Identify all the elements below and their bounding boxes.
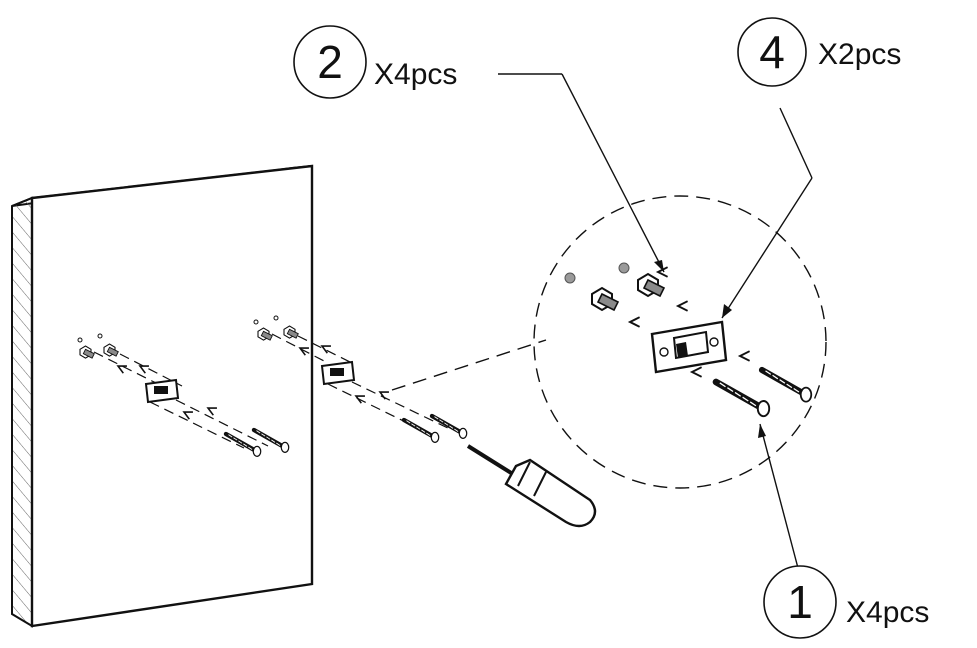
callout-number: 1 <box>787 576 813 628</box>
callout-2: 2 X4pcs <box>293 25 457 99</box>
callout-quantity: X4pcs <box>846 596 929 629</box>
bracket-icon <box>144 378 180 404</box>
anchor-icon <box>591 287 619 311</box>
detail-magnifier <box>533 195 827 489</box>
screw-icon <box>716 382 769 416</box>
callout-4: 4 X2pcs <box>737 17 901 87</box>
callout-1: 1 X4pcs <box>763 565 929 639</box>
callout-quantity: X2pcs <box>818 38 901 71</box>
callout-number: 4 <box>759 26 785 78</box>
screw-icon <box>762 370 811 402</box>
callout-number: 2 <box>317 36 343 88</box>
left-mounting-set <box>77 333 289 456</box>
bracket-icon <box>650 320 728 374</box>
callout-quantity: X4pcs <box>374 58 457 91</box>
bracket-icon <box>320 360 356 386</box>
anchor-icon <box>637 273 665 297</box>
right-mounting-set <box>253 315 467 442</box>
screwdriver-icon <box>466 444 597 528</box>
screw-icon <box>404 420 439 442</box>
